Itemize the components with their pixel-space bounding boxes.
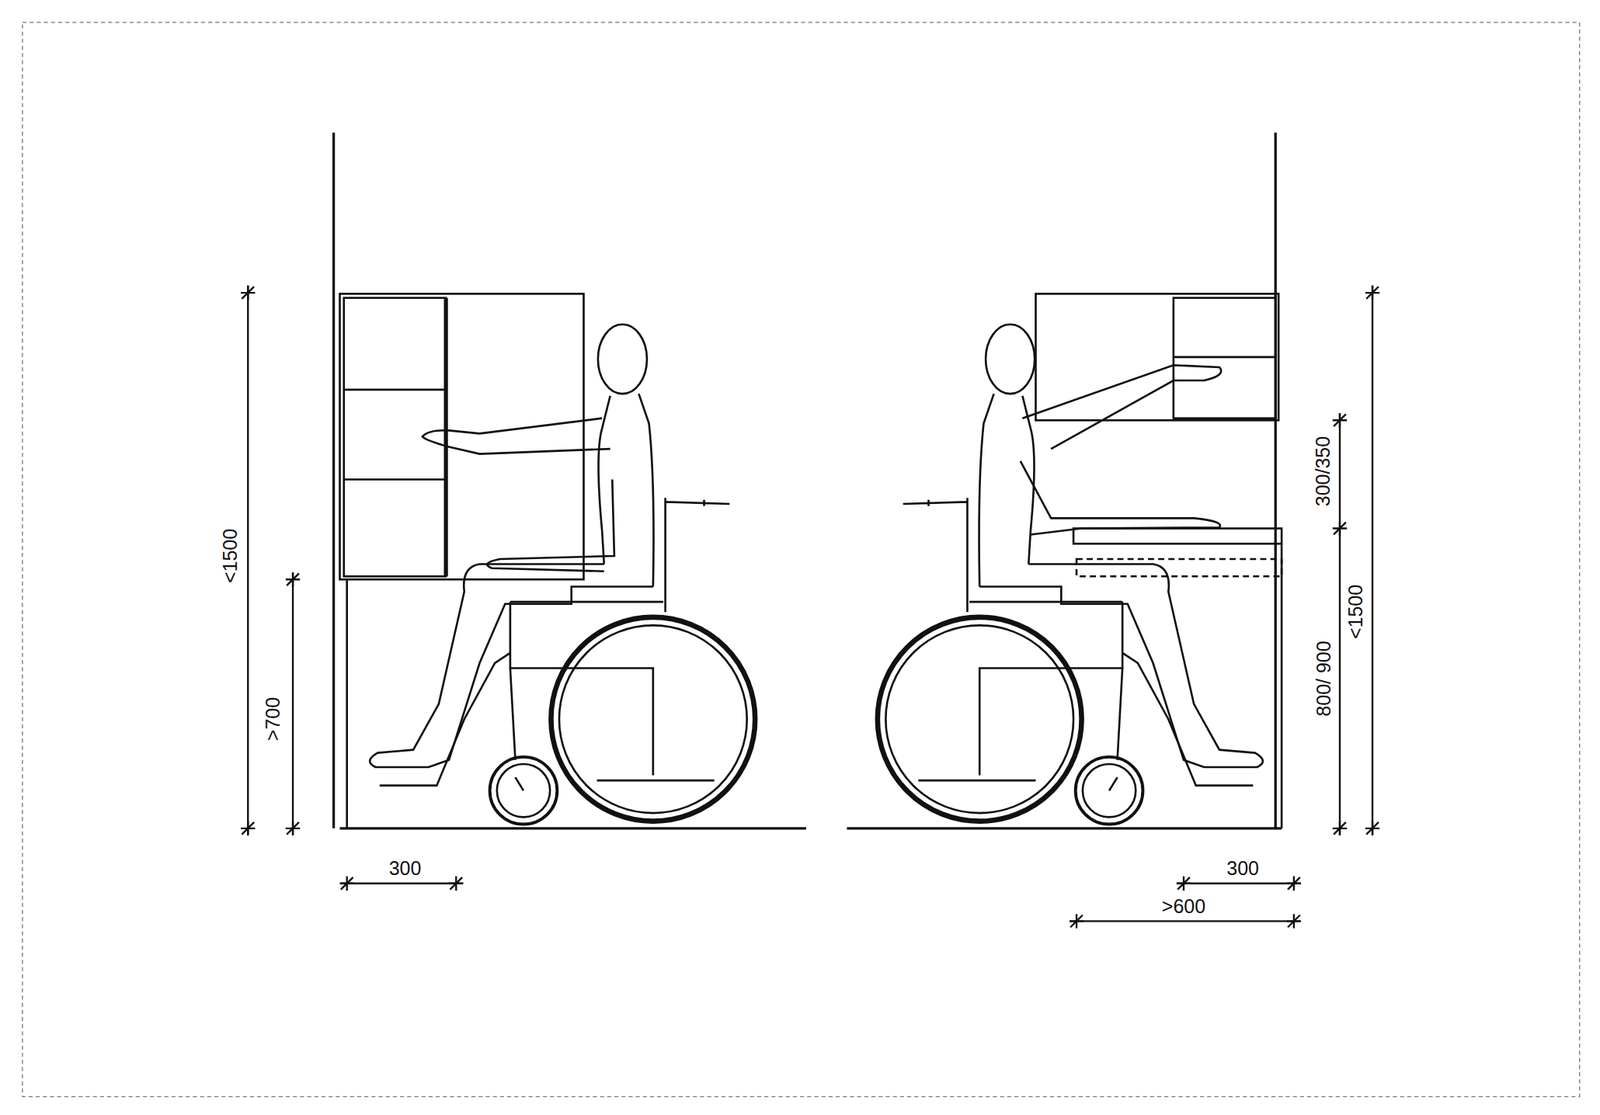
dimension-line (1070, 920, 1301, 922)
work-surface (1073, 528, 1282, 545)
wall (1274, 132, 1277, 829)
torso-front (598, 396, 611, 565)
tick (1332, 521, 1347, 536)
tick (1332, 821, 1347, 836)
tick (1286, 914, 1301, 929)
dimension-line (340, 883, 463, 885)
rear-wheel (550, 617, 755, 822)
shelf (1173, 356, 1276, 359)
reaching-arm (422, 418, 611, 455)
tick (1365, 285, 1380, 300)
dimension-ticks (240, 285, 1380, 929)
knee-space-line (1280, 543, 1284, 829)
dimension-line (1339, 413, 1341, 835)
floor (846, 827, 1282, 830)
shelf (344, 478, 446, 481)
tick (240, 285, 255, 300)
dimension-line (292, 573, 294, 835)
arms (422, 365, 1221, 571)
dimension-line (1371, 285, 1374, 835)
dimension-label: >600 (1161, 896, 1206, 916)
tick (448, 876, 463, 891)
resting-arm (1020, 461, 1221, 536)
resting-arm (486, 479, 615, 571)
floor (339, 827, 806, 830)
tick (1365, 821, 1380, 836)
wheelchair-user (369, 324, 755, 825)
lowered-surface (1076, 559, 1282, 577)
wall (332, 132, 335, 829)
dimension-label: <1500 (1345, 584, 1365, 640)
wheelchair-frame (379, 601, 715, 786)
tick (285, 821, 300, 836)
head (598, 324, 647, 394)
tick (339, 876, 354, 891)
tick (1286, 876, 1301, 891)
dimension-label: >700 (262, 697, 282, 741)
left-scene (333, 132, 807, 829)
caster-rim (497, 764, 550, 818)
rear-wheel-rim (559, 625, 748, 814)
dimension-label: 800/ 900 (1313, 640, 1333, 717)
cabinet-door (344, 298, 446, 578)
tick (1176, 876, 1191, 891)
dimension-label: 300 (1226, 859, 1260, 879)
shelf (344, 389, 446, 392)
dimension-lines (247, 285, 1373, 922)
legs (369, 564, 654, 768)
tick (1069, 914, 1084, 929)
dimension-line (1177, 883, 1301, 885)
tick (240, 821, 255, 836)
wall-cabinet (339, 293, 584, 580)
knee-space-line (345, 579, 348, 829)
dimension-line (246, 285, 249, 835)
tick (285, 572, 300, 587)
right-scene (846, 132, 1282, 829)
dimension-label: 300/350 (1312, 436, 1333, 507)
torso-back (638, 393, 654, 587)
tick (1332, 413, 1347, 428)
wheelchair-user (877, 324, 1263, 825)
push-handle (665, 497, 731, 613)
reaching-arm (1022, 365, 1221, 449)
caster-wheel (490, 757, 558, 825)
dimension-label: 300 (389, 859, 422, 879)
caster-fork (514, 777, 524, 791)
dimension-label: <1500 (219, 528, 240, 584)
cabinet-divider (443, 298, 448, 578)
frame-border (22, 22, 1580, 1097)
cabinet-door (1173, 298, 1276, 419)
